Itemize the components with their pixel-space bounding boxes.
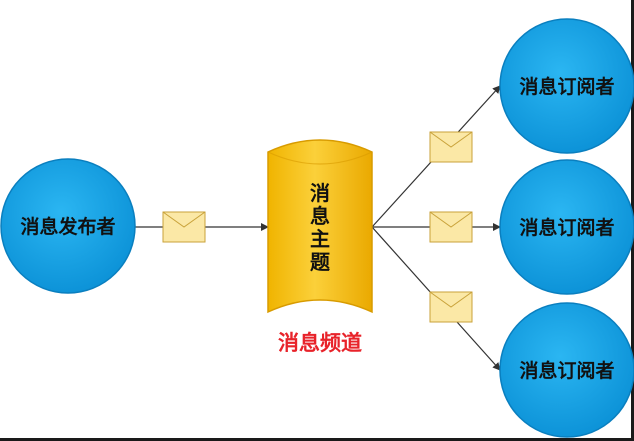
subscriber-label-3: 消息订阅者 xyxy=(519,359,614,382)
topic-label-char-2: 息 xyxy=(310,204,330,228)
topic-cylinder: 消 息 主 题 xyxy=(267,139,373,314)
publisher-node: 消息发布者 xyxy=(0,158,136,294)
envelope-icon xyxy=(429,291,473,323)
envelope-icon xyxy=(429,131,473,163)
subscriber-node-1: 消息订阅者 xyxy=(499,18,634,154)
subscriber-node-3: 消息订阅者 xyxy=(499,302,634,438)
subscriber-node-2: 消息订阅者 xyxy=(499,159,634,295)
channel-label: 消息频道 xyxy=(278,331,362,355)
topic-label-char-1: 消 xyxy=(310,181,330,205)
envelope-icon xyxy=(429,211,473,243)
envelope-icon xyxy=(162,211,206,243)
subscriber-label-1: 消息订阅者 xyxy=(519,75,614,98)
publisher-label: 消息发布者 xyxy=(20,215,115,238)
subscriber-label-2: 消息订阅者 xyxy=(519,216,614,239)
topic-label-char-3: 主 xyxy=(310,227,330,251)
topic-label-char-4: 题 xyxy=(310,250,331,274)
